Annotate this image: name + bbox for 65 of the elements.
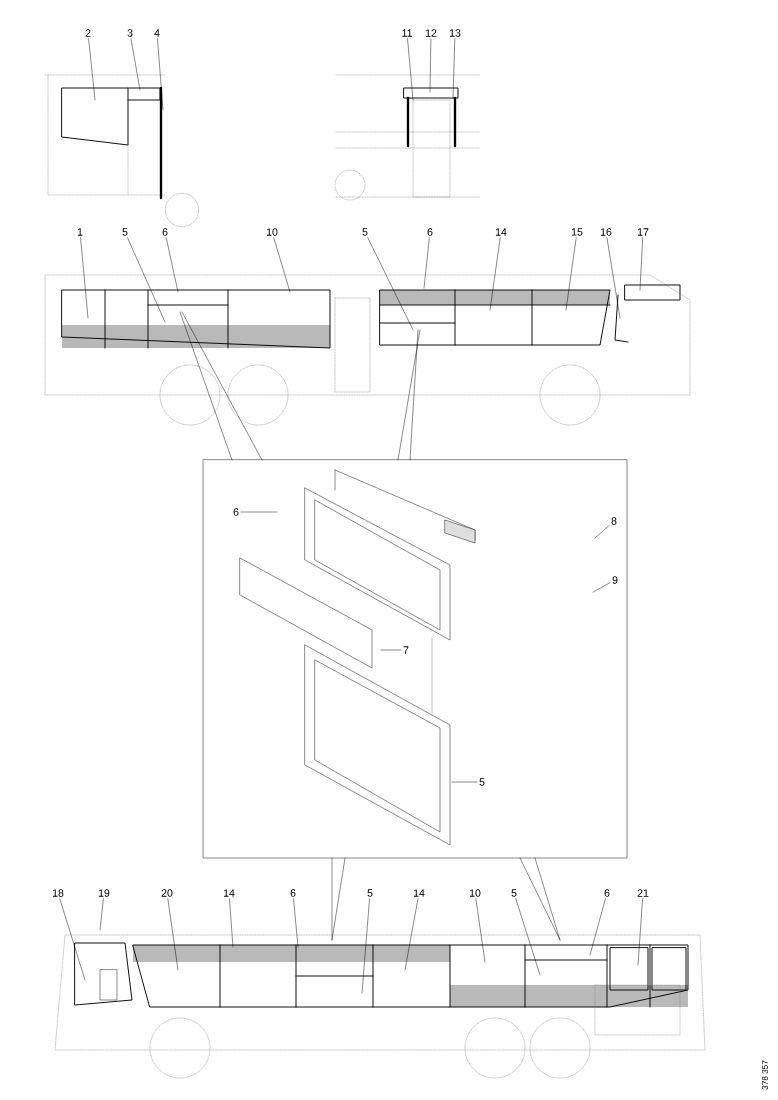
leader-line xyxy=(59,898,86,981)
callout-number: 6 xyxy=(233,508,239,516)
callout-number: 5 xyxy=(362,228,368,236)
leader-line xyxy=(166,237,179,293)
callout-number: 6 xyxy=(604,889,610,897)
callout-number: 14 xyxy=(413,889,425,897)
leader-line xyxy=(637,898,643,966)
callout-number: 11 xyxy=(402,29,412,37)
leader-line xyxy=(589,898,606,956)
leader-line xyxy=(367,237,414,331)
callout-number: 13 xyxy=(449,29,461,37)
drawing-number: 378 357 xyxy=(762,1060,768,1090)
callout-number: 17 xyxy=(637,228,649,236)
leader-line xyxy=(130,38,141,91)
leader-line xyxy=(592,582,611,593)
leader-line xyxy=(423,237,430,289)
leader-line xyxy=(229,898,234,948)
callout-number: 14 xyxy=(495,228,507,236)
callout-number: 6 xyxy=(162,228,168,236)
leader-line xyxy=(515,898,541,976)
callout-number: 6 xyxy=(427,228,433,236)
leader-line xyxy=(293,898,299,948)
leader-line xyxy=(127,237,166,323)
callout-number: 19 xyxy=(98,889,110,897)
callout-number: 4 xyxy=(154,29,160,37)
callout-number: 7 xyxy=(403,646,409,654)
callout-number: 5 xyxy=(122,228,128,236)
leader-line xyxy=(404,898,419,971)
callout-number: 2 xyxy=(85,29,91,37)
leader-line xyxy=(429,38,432,93)
callout-number: 5 xyxy=(511,889,517,897)
callout-number: 5 xyxy=(479,778,485,786)
callout-number: 21 xyxy=(637,889,649,897)
leader-line xyxy=(452,38,456,99)
callout-number: 9 xyxy=(612,576,618,584)
callout-number: 5 xyxy=(367,889,373,897)
leader-line xyxy=(407,38,414,101)
leader-line xyxy=(380,649,402,651)
leader-line xyxy=(639,237,643,291)
leader-line xyxy=(451,781,478,783)
callout-number: 8 xyxy=(611,517,617,525)
callout-number: 10 xyxy=(469,889,481,897)
leader-line xyxy=(475,898,486,963)
leader-line xyxy=(606,237,621,319)
leader-line xyxy=(240,511,278,513)
callout-number: 6 xyxy=(290,889,296,897)
callout-number: 16 xyxy=(600,228,612,236)
leader-line xyxy=(157,38,164,111)
callout-number: 20 xyxy=(161,889,173,897)
leader-line xyxy=(594,525,610,539)
leader-line xyxy=(167,898,179,971)
callout-number: 12 xyxy=(425,29,437,37)
leader-line xyxy=(88,38,96,101)
leader-line xyxy=(489,237,501,311)
leader-line xyxy=(99,898,104,931)
leader-line xyxy=(273,237,291,293)
callout-number: 14 xyxy=(223,889,235,897)
callout-number: 1 xyxy=(77,228,83,236)
callout-number: 3 xyxy=(127,29,133,37)
callout-number: 18 xyxy=(52,889,64,897)
leader-line xyxy=(565,237,577,311)
callout-number: 15 xyxy=(571,228,583,236)
leader-line xyxy=(361,898,370,994)
leader-line xyxy=(80,237,89,319)
callout-number: 10 xyxy=(266,228,278,236)
